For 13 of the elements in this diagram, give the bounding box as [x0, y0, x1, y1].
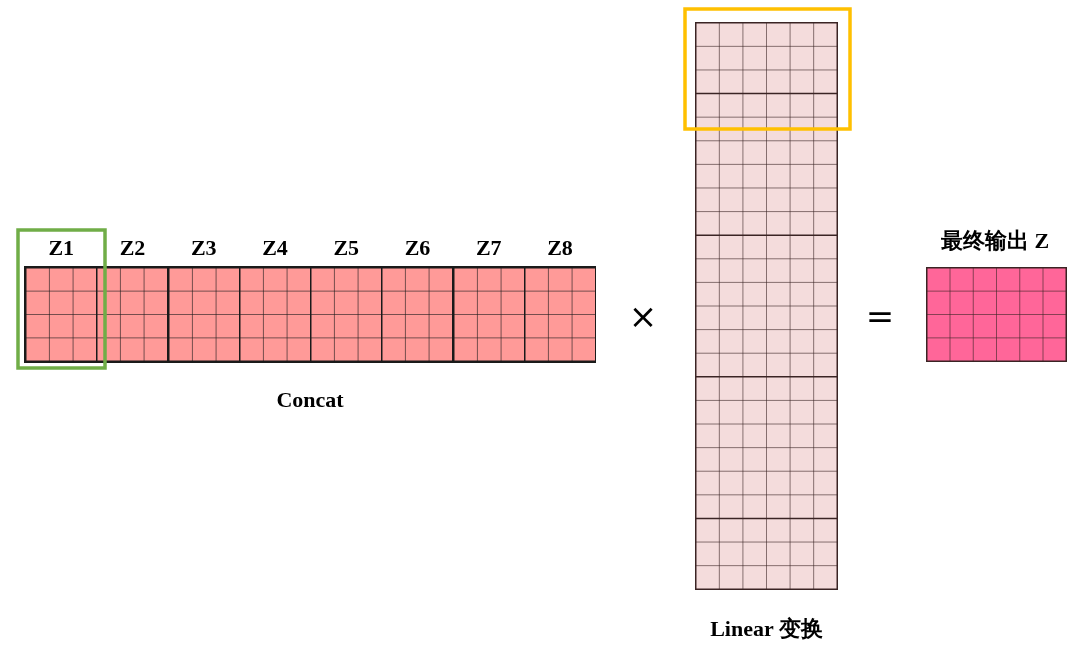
operator-sign: = [864, 295, 896, 338]
matrix-label: Z6 [403, 235, 432, 261]
matrix-label: Z2 [118, 235, 147, 261]
matrix-caption: Linear 变换 [709, 616, 824, 642]
matrix-label: Z3 [189, 235, 218, 261]
matrix-label: 最终输出 Z [939, 228, 1051, 254]
matrix-label: Z8 [546, 235, 574, 261]
matrix-label: Z5 [332, 235, 361, 261]
matrix-label: Z1 [47, 235, 76, 261]
matrix-label: Z4 [261, 235, 289, 261]
operator-sign: × [627, 295, 659, 338]
matrix-label: Z7 [474, 235, 503, 261]
matrix-caption: Concat [275, 387, 345, 413]
